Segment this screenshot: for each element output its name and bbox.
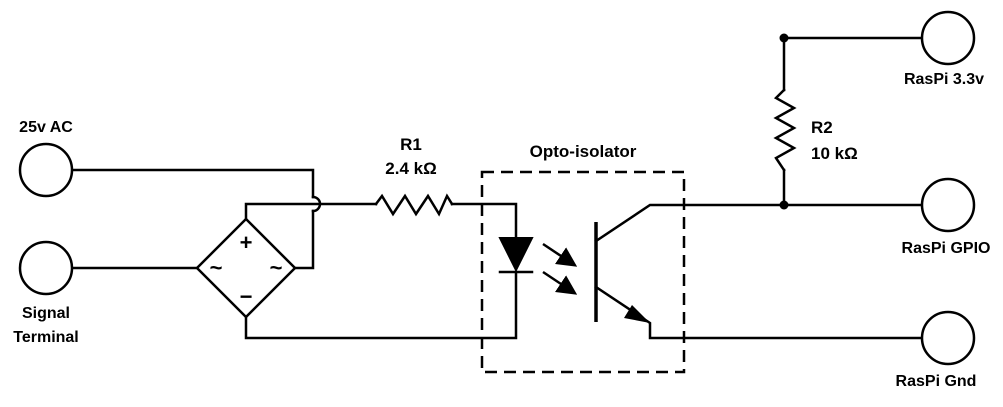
emitter-arrow (624, 305, 650, 323)
terminal-label: RasPi Gnd (896, 373, 977, 390)
r2-value: 10 kΩ (811, 144, 858, 163)
r1-name: R1 (400, 135, 422, 154)
terminal-raspi-gnd: RasPi Gnd (896, 310, 977, 390)
bridge-diamond (195, 217, 297, 319)
terminal-25v-ac: 25v AC (18, 119, 74, 198)
light-arrow-1 (542, 242, 578, 267)
terminal-raspi-3v3: RasPi 3.3v (904, 10, 984, 88)
opto-isolator: Opto-isolator (480, 142, 686, 374)
wire-ac-input (70, 168, 315, 199)
bridge-ac-left-symbol: ~ (210, 255, 223, 280)
terminal-label: 25v AC (19, 119, 73, 136)
terminal-raspi-gpio: RasPi GPIO (902, 177, 991, 257)
wires (70, 36, 924, 340)
opto-isolator-label: Opto-isolator (530, 142, 637, 161)
resistor-r1 (374, 193, 454, 217)
light-arrow-2 (542, 270, 578, 295)
terminal-label: RasPi 3.3v (904, 71, 984, 88)
terminal-label: RasPi GPIO (902, 240, 991, 257)
junction-dot-top (779, 33, 789, 43)
wire-collector (594, 203, 924, 243)
wire-r1-to-led (450, 202, 518, 240)
bridge-rectifier: + − ~ ~ (195, 217, 297, 319)
wire-led-to-bridge-minus (244, 270, 518, 340)
bridge-minus-symbol: − (240, 284, 253, 309)
terminal-circle (920, 10, 976, 66)
led-diode (498, 237, 534, 273)
wire-33v-rail (782, 36, 924, 92)
terminal-label-line2: Terminal (13, 329, 79, 346)
r2-name: R2 (811, 118, 833, 137)
terminal-circle (920, 310, 976, 366)
terminal-label-line1: Signal (22, 305, 70, 322)
bridge-plus-symbol: + (240, 230, 253, 255)
terminal-circle (920, 177, 976, 233)
terminal-signal: Signal Terminal (13, 240, 79, 346)
opto-isolator-boundary (480, 170, 686, 374)
resistor-r2 (773, 88, 797, 172)
r1-value: 2.4 kΩ (385, 159, 436, 178)
terminal-circle (18, 240, 74, 296)
terminal-circle (18, 142, 74, 198)
wire-ac-to-bridge-right (293, 209, 315, 270)
wire-emitter (594, 285, 924, 340)
wire-bridge-plus (244, 202, 378, 221)
junction-dot-gpio (779, 200, 789, 210)
bridge-ac-right-symbol: ~ (270, 255, 283, 280)
